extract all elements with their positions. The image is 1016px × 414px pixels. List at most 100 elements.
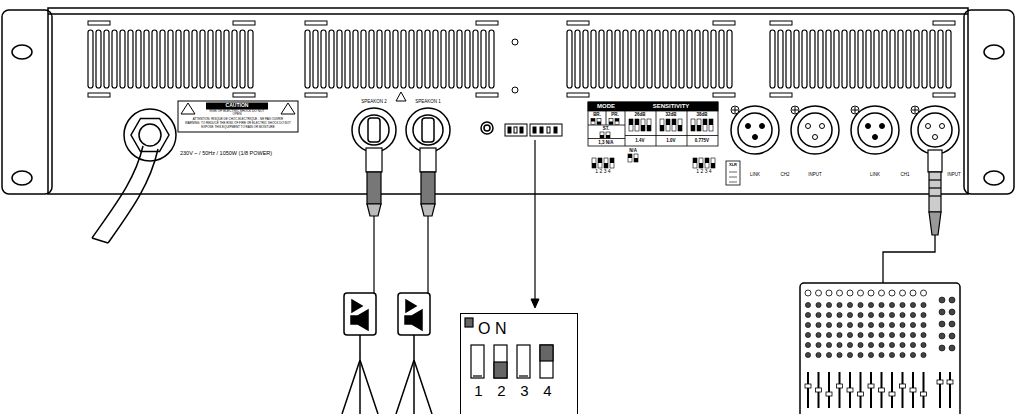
speaker-box [398,293,430,335]
cable-end [92,238,108,243]
switch-lever [709,119,713,125]
mixer-knob [847,322,852,327]
fader-cap [837,384,843,388]
switch-icon [629,119,633,131]
vent-slot [671,30,676,88]
speakon-socket [352,108,396,152]
mixer-knob [900,312,905,317]
xlr-pinout-line [729,172,737,173]
mixer-knob [889,352,894,357]
switch-number: 1 [474,382,482,399]
mixer-knob [889,322,894,327]
xlr-core [738,113,772,147]
xlr-pinout-line [729,182,737,183]
vent-slot [152,30,157,88]
vent-bar [305,21,327,25]
table-cell: 38dB [696,112,707,117]
xlr-socket [851,106,899,154]
port-label: INPUT [947,172,961,177]
switch-lever [609,122,613,125]
fader-slot [949,372,951,408]
table-outline [588,102,718,146]
switch-icon [699,158,703,168]
vent-slot [810,30,815,88]
mixer-jack [910,290,916,296]
fader-slot [807,372,809,408]
mixer-knob [889,312,894,317]
mixer-knob [816,342,821,347]
table-cell: 26dB [634,112,645,117]
connector-label: SPEAKON 1 [415,99,441,104]
caution-sticker [178,101,298,132]
mixer-knob [858,322,863,327]
xlr-pin [760,124,765,129]
vent-slot [647,30,652,88]
fader-cap [805,384,811,388]
xlr-connectors [726,106,959,185]
vent-slot [369,30,374,88]
mixer-jack [816,290,822,296]
mixer-knob [910,302,915,307]
sticker-outline [178,101,298,132]
panel-dot [512,39,518,45]
dip-lever [533,127,536,133]
speakon-connectors [352,92,493,152]
vent-bar [567,21,589,25]
switch-icon [697,119,701,131]
mixer-knob [858,302,863,307]
plug-head [366,148,382,172]
vent-slot [112,30,117,88]
speaker-woofer [351,310,368,330]
vent-slot [224,30,229,88]
fader-cap [910,388,916,392]
fader-cap [937,380,943,384]
vent-bar [476,21,498,25]
vent-bar [233,21,255,25]
xlr-pin [933,135,938,140]
switch-lever [597,122,601,125]
vent-slot [639,30,644,88]
mixer-cable [883,235,935,283]
speakon-key [368,118,380,142]
switch-icon [647,119,651,131]
cable [108,149,158,243]
mixer-knob [939,309,945,315]
switch-lever [634,158,638,162]
fader-cap [868,384,874,388]
speaker-tweeter [352,300,362,312]
switch-lever [699,163,703,168]
tripod-leg [360,360,378,414]
vent-slot [248,30,253,88]
xlr-pin [880,124,885,129]
switch-lever [666,119,670,125]
zoom-arrow [534,140,535,300]
mixer-knob [879,322,884,327]
dip-lever [540,127,543,133]
vent-slot [481,30,486,88]
fader-cap [947,380,953,384]
vent-slot [433,30,438,88]
fader-cap [816,388,822,392]
vent-slot [393,30,398,88]
vent-slot [655,30,660,88]
vent-slot [818,30,823,88]
mixer-knob [879,312,884,317]
vent-slot [337,30,342,88]
switch-icon [691,119,695,131]
mixer-knob [900,342,905,347]
vent-bar [933,21,955,25]
table-cell: 32dB [665,112,676,117]
switch-lever [598,158,602,163]
mount-hole [12,171,32,185]
switch-number: 2 [497,382,505,399]
mixer-knob [805,312,810,317]
switch-lever [610,158,614,163]
fader-slot [891,372,893,408]
plug-grip [367,172,381,204]
switch-lever [660,125,664,131]
vent-slot [946,30,951,88]
fader-slot [860,372,862,408]
vent-slot [104,30,109,88]
mixer-jack [858,290,864,296]
